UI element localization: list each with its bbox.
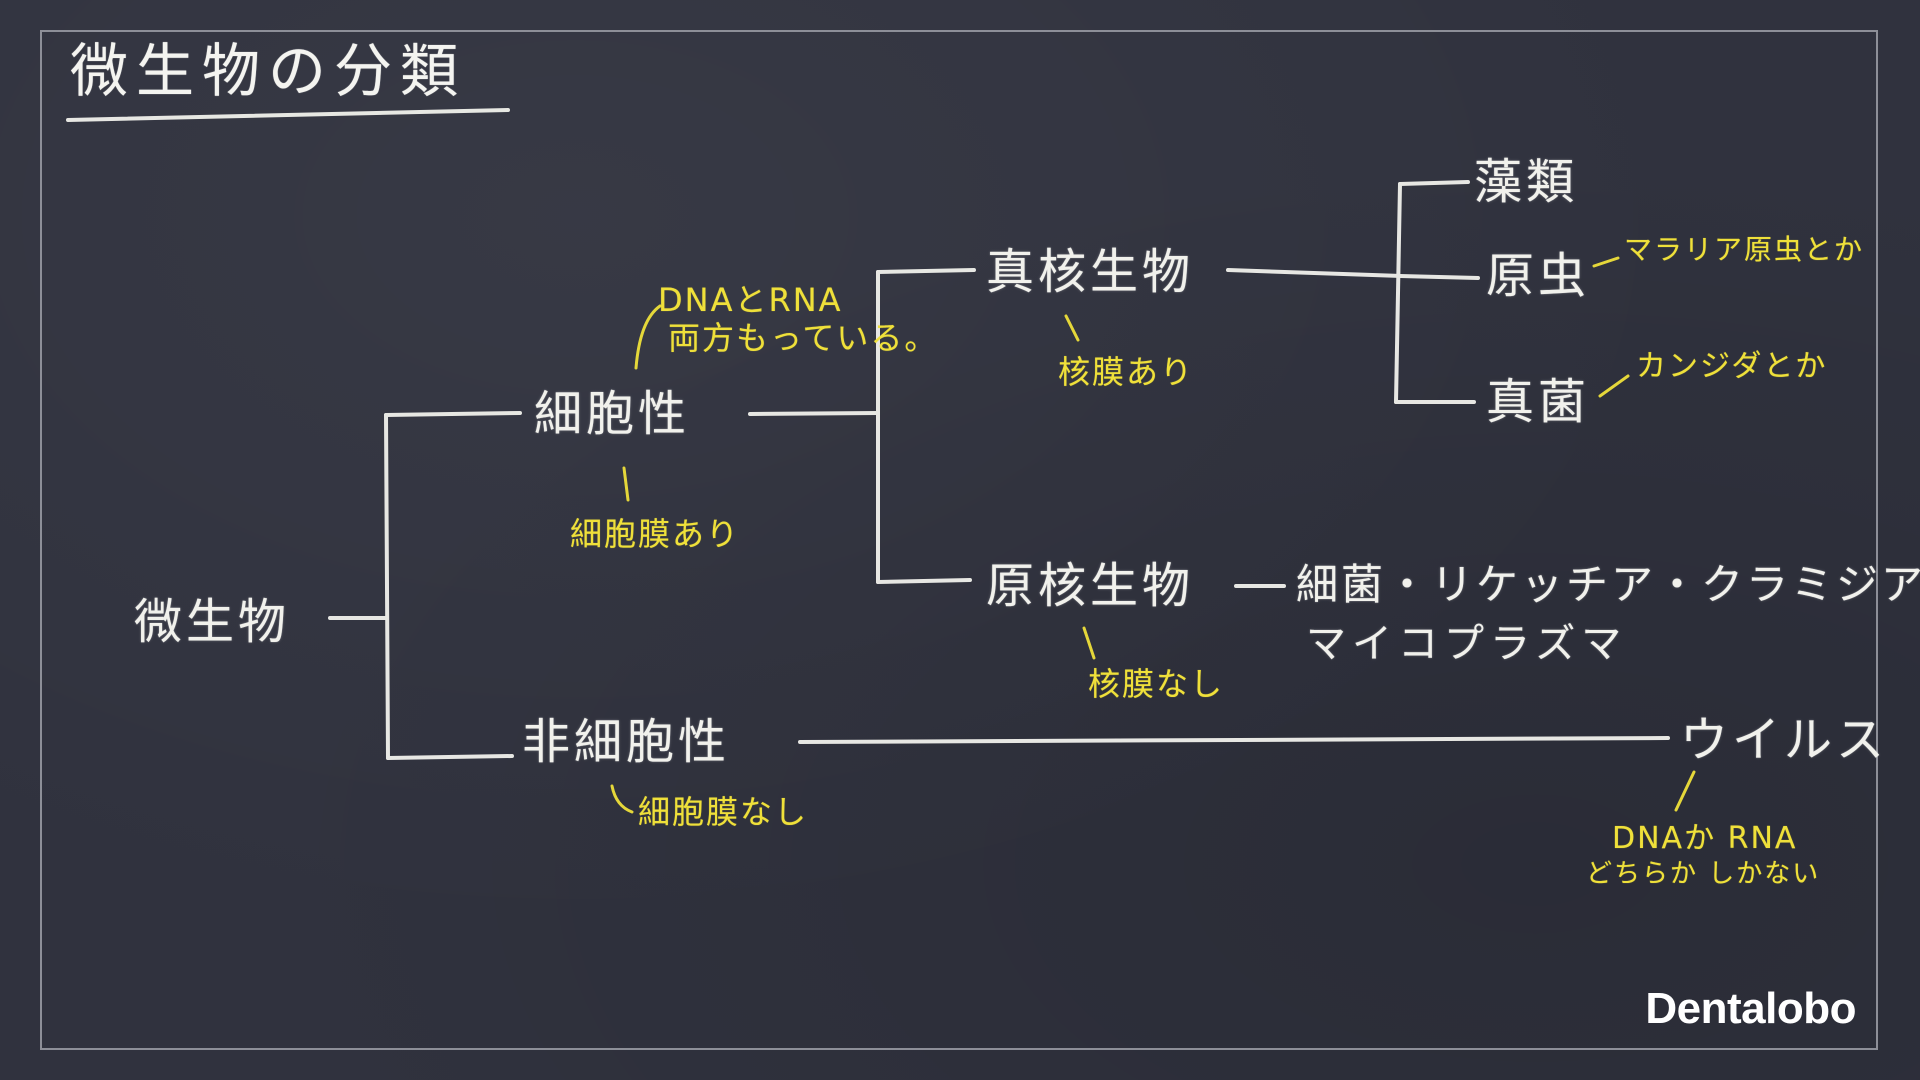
line-cellular-out (748, 411, 880, 416)
note-fungi-example: カンジダとか (1636, 349, 1828, 384)
title-underline (66, 108, 510, 122)
note-cellular-dna-2: 両方もっている。 (668, 319, 939, 357)
line-eukaryote-vertical (1394, 182, 1402, 404)
node-fungi: 真菌 (1486, 374, 1591, 430)
note-line-protozoa (1592, 256, 1620, 268)
node-noncellular: 非細胞性 (522, 714, 731, 770)
note-virus-dna-2: どちらか しかない (1586, 859, 1821, 889)
note-eukaryote-nucleus: 核膜あり (1058, 353, 1195, 391)
node-cellular: 細胞性 (534, 386, 691, 442)
node-root: 微生物 (134, 594, 291, 650)
note-protozoa-example: マラリア原虫とか (1624, 233, 1865, 266)
node-prokaryote-examples-2: マイコプラズマ (1306, 621, 1628, 667)
line-noncellular-out (798, 736, 1670, 744)
note-line-cellular-dna (634, 304, 662, 370)
note-line-virus (1674, 770, 1696, 812)
board-frame (40, 30, 1878, 1050)
line-to-algae (1398, 180, 1470, 186)
node-virus: ウイルス (1680, 712, 1889, 768)
note-noncellular-membrane: 細胞膜なし (638, 793, 809, 831)
line-to-noncellular (386, 754, 514, 760)
page-title: 微生物の分類 (70, 37, 467, 105)
note-cellular-dna-1: DNAとRNA (658, 281, 843, 319)
note-line-cellular-membrane (622, 466, 630, 502)
note-line-eukaryote (1064, 314, 1080, 342)
note-virus-dna-1: DNAか RNA (1612, 821, 1798, 856)
node-eukaryote: 真核生物 (986, 244, 1195, 300)
node-algae: 藻類 (1474, 154, 1579, 210)
node-protozoa: 原虫 (1486, 248, 1591, 304)
line-to-eukaryote (876, 268, 976, 274)
line-eukaryote-out (1226, 268, 1402, 278)
node-prokaryote-examples-1: 細菌・リケッチア・クラミジア (1296, 560, 1920, 609)
note-prokaryote-nucleus: 核膜なし (1088, 665, 1225, 703)
brand-logo: Dentalobo (1645, 984, 1856, 1033)
note-line-fungi (1598, 374, 1630, 398)
node-prokaryote: 原核生物 (986, 558, 1195, 614)
line-to-cellular (384, 411, 522, 417)
line-to-prokaryote (876, 578, 972, 584)
line-root-vertical (384, 413, 390, 760)
note-cellular-membrane: 細胞膜あり (570, 515, 741, 553)
note-line-prokaryote (1082, 626, 1096, 660)
line-to-protozoa (1398, 274, 1480, 280)
note-line-noncellular (610, 784, 634, 814)
